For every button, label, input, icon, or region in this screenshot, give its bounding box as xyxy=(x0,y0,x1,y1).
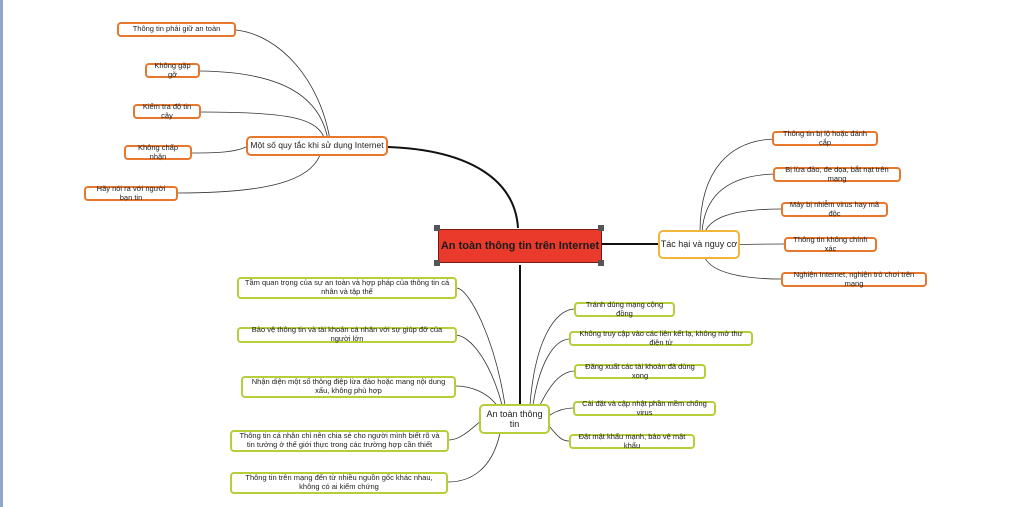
connector-safety-leaf xyxy=(456,287,506,406)
connector-safety-leaf xyxy=(455,385,499,408)
connector-safety-leaf xyxy=(539,370,575,406)
selection-handle[interactable] xyxy=(434,225,440,231)
connector-safety-leaf xyxy=(448,419,483,441)
branch-rules[interactable]: Một số quy tắc khi sử dụng Internet xyxy=(246,136,388,156)
safety-left-leaf-4[interactable]: Thông tin cá nhân chỉ nên chia sẻ cho ng… xyxy=(230,430,449,452)
branch-harms[interactable]: Tác hại và nguy cơ xyxy=(658,230,740,259)
connector-rules-leaf xyxy=(200,111,326,141)
connector-safety-leaf xyxy=(447,432,501,483)
selection-handle[interactable] xyxy=(434,260,440,266)
connector-harms-leaf xyxy=(701,173,776,233)
connector-rules-leaf xyxy=(177,154,321,194)
rules-leaf-4[interactable]: Không chấp nhận xyxy=(124,143,192,160)
branch-safety[interactable]: An toàn thông tin xyxy=(479,404,550,434)
connector-safety-leaf xyxy=(549,407,574,416)
safety-right-leaf-3[interactable]: Đăng xuất các tài khoản đã dùng xong xyxy=(574,362,706,379)
root-topic[interactable]: An toàn thông tin trên Internet xyxy=(438,229,602,263)
safety-right-leaf-1[interactable]: Tránh dùng mạng cộng đồng xyxy=(574,300,675,317)
selection-handle[interactable] xyxy=(598,260,604,266)
connector-safety-leaf xyxy=(549,426,570,442)
selection-handle[interactable] xyxy=(598,225,604,231)
connector-safety-leaf xyxy=(532,338,570,406)
rules-leaf-2[interactable]: Không gặp gỡ xyxy=(145,61,200,78)
rules-leaf-1[interactable]: Thông tin phải giữ an toàn xyxy=(117,22,236,37)
connector-rules-leaf xyxy=(235,29,331,141)
connector-rules-leaf xyxy=(191,146,247,154)
connector-harms-leaf xyxy=(699,138,776,233)
safety-right-leaf-4[interactable]: Cài đặt và cập nhật phần mềm chống virus xyxy=(573,399,716,416)
connector-root-rules xyxy=(387,146,519,229)
connector-harms-leaf xyxy=(704,257,783,280)
harms-leaf-5[interactable]: Nghiện Internet, nghiện trò chơi trên mạ… xyxy=(781,270,927,287)
safety-left-leaf-5[interactable]: Thông tin trên mạng đến từ nhiều nguồn g… xyxy=(230,472,448,494)
rules-leaf-3[interactable]: Kiểm tra độ tin cậy xyxy=(133,102,201,119)
window-edge xyxy=(0,0,3,507)
harms-leaf-2[interactable]: Bị lừa đảo, đe dọa, bắt nạt trên mạng xyxy=(773,165,901,182)
connector-harms-leaf xyxy=(704,208,783,233)
safety-right-leaf-5[interactable]: Đặt mật khẩu mạnh, bảo vệ mật khẩu xyxy=(569,432,695,449)
harms-leaf-3[interactable]: Máy bị nhiễm virus hay mã độc xyxy=(781,200,888,217)
safety-left-leaf-3[interactable]: Nhận diện một số thông điệp lừa đảo hoặc… xyxy=(241,376,456,398)
connector-safety-leaf xyxy=(455,334,503,406)
harms-leaf-1[interactable]: Thông tin bị lộ hoặc đánh cắp xyxy=(772,129,878,146)
connector-safety-leaf xyxy=(529,308,575,406)
rules-leaf-5[interactable]: Hãy nói ra với người bạn tin xyxy=(84,184,178,201)
safety-left-leaf-2[interactable]: Bảo vệ thông tin và tài khoản cá nhân vớ… xyxy=(237,326,457,343)
safety-right-leaf-2[interactable]: Không truy cập vào các liên kết lạ, khôn… xyxy=(569,329,753,346)
connector-rules-leaf xyxy=(199,70,329,141)
safety-left-leaf-1[interactable]: Tầm quan trọng của sự an toàn và hợp phá… xyxy=(237,277,457,299)
harms-leaf-4[interactable]: Thông tin không chính xác xyxy=(784,235,877,252)
